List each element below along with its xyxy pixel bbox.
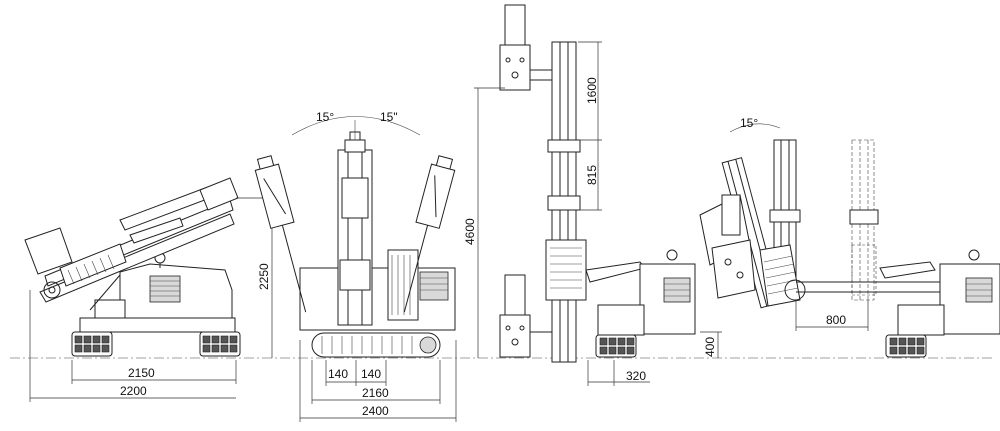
dim-140-left: 140 <box>328 367 348 381</box>
dim-400: 400 <box>703 337 717 357</box>
dim-2150: 2150 <box>128 366 155 380</box>
dim-320: 320 <box>626 369 646 383</box>
dim-140-right: 140 <box>361 367 381 381</box>
dim-800: 800 <box>826 313 846 327</box>
mast-view-machine <box>499 4 696 363</box>
rear-view-machine <box>699 123 1000 358</box>
front-view-machine <box>254 116 456 358</box>
dim-2400: 2400 <box>362 404 389 418</box>
dim-4600: 4600 <box>463 218 477 245</box>
front-view-dimensions <box>299 340 457 422</box>
dim-2200: 2200 <box>120 384 147 398</box>
dim-1600: 1600 <box>585 77 599 104</box>
dim-2250: 2250 <box>257 263 271 290</box>
rear-view-dimensions <box>795 300 869 331</box>
angle-left: 15° <box>316 110 334 124</box>
side-view-machine <box>24 177 241 357</box>
rear-angle: 15° <box>740 116 758 130</box>
angle-right: 15" <box>380 110 398 124</box>
mast-view-dimensions <box>474 41 722 386</box>
dim-2160: 2160 <box>362 386 389 400</box>
dim-815: 815 <box>585 165 599 185</box>
